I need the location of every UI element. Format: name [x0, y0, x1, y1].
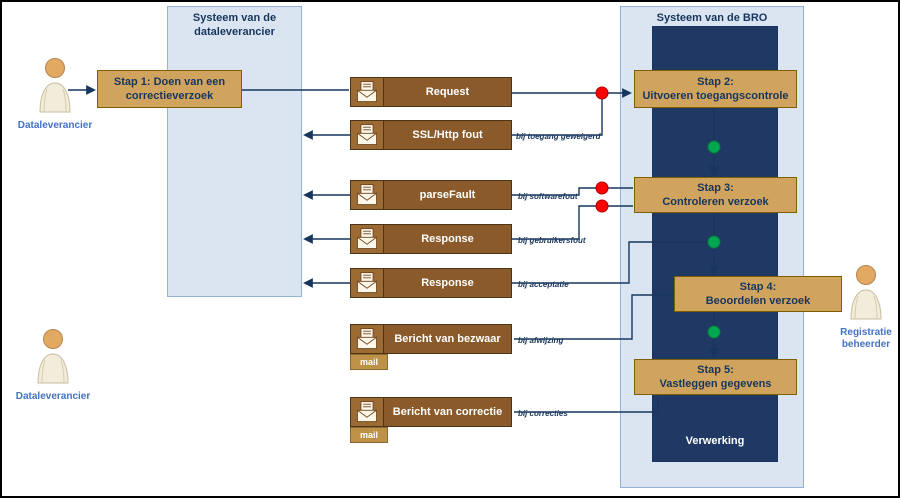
annotation-toegang-geweigerd: bij toegang geweigerd — [516, 132, 601, 141]
step-4-line1: Stap 4: — [739, 280, 777, 293]
step-2-box: Stap 2: Uitvoeren toegangscontrole — [634, 70, 797, 108]
step-3-line2: Controleren verzoek — [662, 196, 769, 208]
envelope-icon — [351, 121, 384, 149]
panel-title-dataleverancier: Systeem van de dataleverancier — [192, 12, 277, 38]
envelope-icon — [351, 269, 384, 297]
status-dot-green-step4-ok — [707, 325, 721, 339]
envelope-icon — [351, 78, 384, 106]
status-dot-red-parsefault — [595, 181, 609, 195]
message-response-acceptatie: Response — [350, 268, 512, 298]
step-4-line2: Beoordelen verzoek — [705, 295, 811, 307]
line-step4-to-bezwaar — [514, 294, 674, 340]
message-label: Request — [425, 86, 470, 98]
step-1-line2: correctieverzoek — [125, 90, 214, 102]
message-bericht-van-correctie: Bericht van correctie — [350, 397, 512, 427]
actor-registratie-beheerder: Registratie beheerder — [834, 264, 898, 350]
message-bericht-van-bezwaar: Bericht van bezwaar — [350, 324, 512, 354]
line-step5-to-correctie — [514, 395, 659, 413]
annotation-gebruikersfout: bij gebruikersfout — [518, 236, 586, 245]
message-label: Bericht van correctie — [392, 406, 503, 418]
message-parsefault: parseFault — [350, 180, 512, 210]
mail-tag-correctie: mail — [350, 427, 388, 443]
step-4-box: Stap 4: Beoordelen verzoek — [674, 276, 842, 312]
person-icon — [850, 265, 882, 320]
mail-tag-bezwaar: mail — [350, 354, 388, 370]
step-5-box: Stap 5: Vastleggen gegevens — [634, 359, 797, 395]
message-request: Request — [350, 77, 512, 107]
actor-label: Dataleverancier — [17, 120, 93, 131]
actor-dataleverancier-bottom: Dataleverancier — [8, 328, 98, 403]
step-2-line2: Uitvoeren toegangscontrole — [642, 90, 789, 102]
message-label: Response — [421, 233, 474, 245]
person-icon — [39, 58, 71, 113]
step-5-line2: Vastleggen gegevens — [659, 378, 772, 390]
annotation-acceptatie: bij acceptatie — [518, 280, 569, 289]
status-dot-red-step2 — [595, 86, 609, 100]
annotation-correcties: bij correcties — [518, 409, 568, 418]
status-dot-red-response — [595, 199, 609, 213]
message-ssl-http-fout: SSL/Http fout — [350, 120, 512, 150]
message-label: Bericht van bezwaar — [394, 333, 501, 345]
step-3-line1: Stap 3: — [697, 181, 734, 194]
message-response-gebruikersfout: Response — [350, 224, 512, 254]
envelope-icon — [351, 325, 384, 353]
annotation-softwarefout: bij softwarefout — [518, 192, 578, 201]
step-5-line1: Stap 5: — [697, 363, 734, 376]
envelope-icon — [351, 225, 384, 253]
step-3-box: Stap 3: Controleren verzoek — [634, 177, 797, 213]
envelope-icon — [351, 181, 384, 209]
message-label: parseFault — [419, 189, 476, 201]
status-dot-green-step3-ok — [707, 235, 721, 249]
actor-label: Dataleverancier — [15, 391, 91, 402]
step-2-line1: Stap 2: — [697, 75, 734, 88]
person-icon — [37, 329, 69, 384]
status-dot-green-step2-ok — [707, 140, 721, 154]
step-1-line1: Stap 1: Doen van een — [113, 75, 226, 88]
panel-title-bro: Systeem van de BRO — [656, 12, 768, 24]
step-1-box: Stap 1: Doen van een correctieverzoek — [97, 70, 242, 108]
message-label: Response — [421, 277, 474, 289]
actor-label: Registratie beheerder — [840, 327, 892, 350]
message-label: SSL/Http fout — [412, 129, 483, 141]
verwerking-label: Verwerking — [685, 435, 745, 447]
annotation-afwijzing: bij afwijzing — [518, 336, 564, 345]
actor-dataleverancier-top: Dataleverancier — [10, 57, 100, 132]
envelope-icon — [351, 398, 384, 426]
panel-systeem-dataleverancier: Systeem van de dataleverancier — [167, 6, 302, 297]
